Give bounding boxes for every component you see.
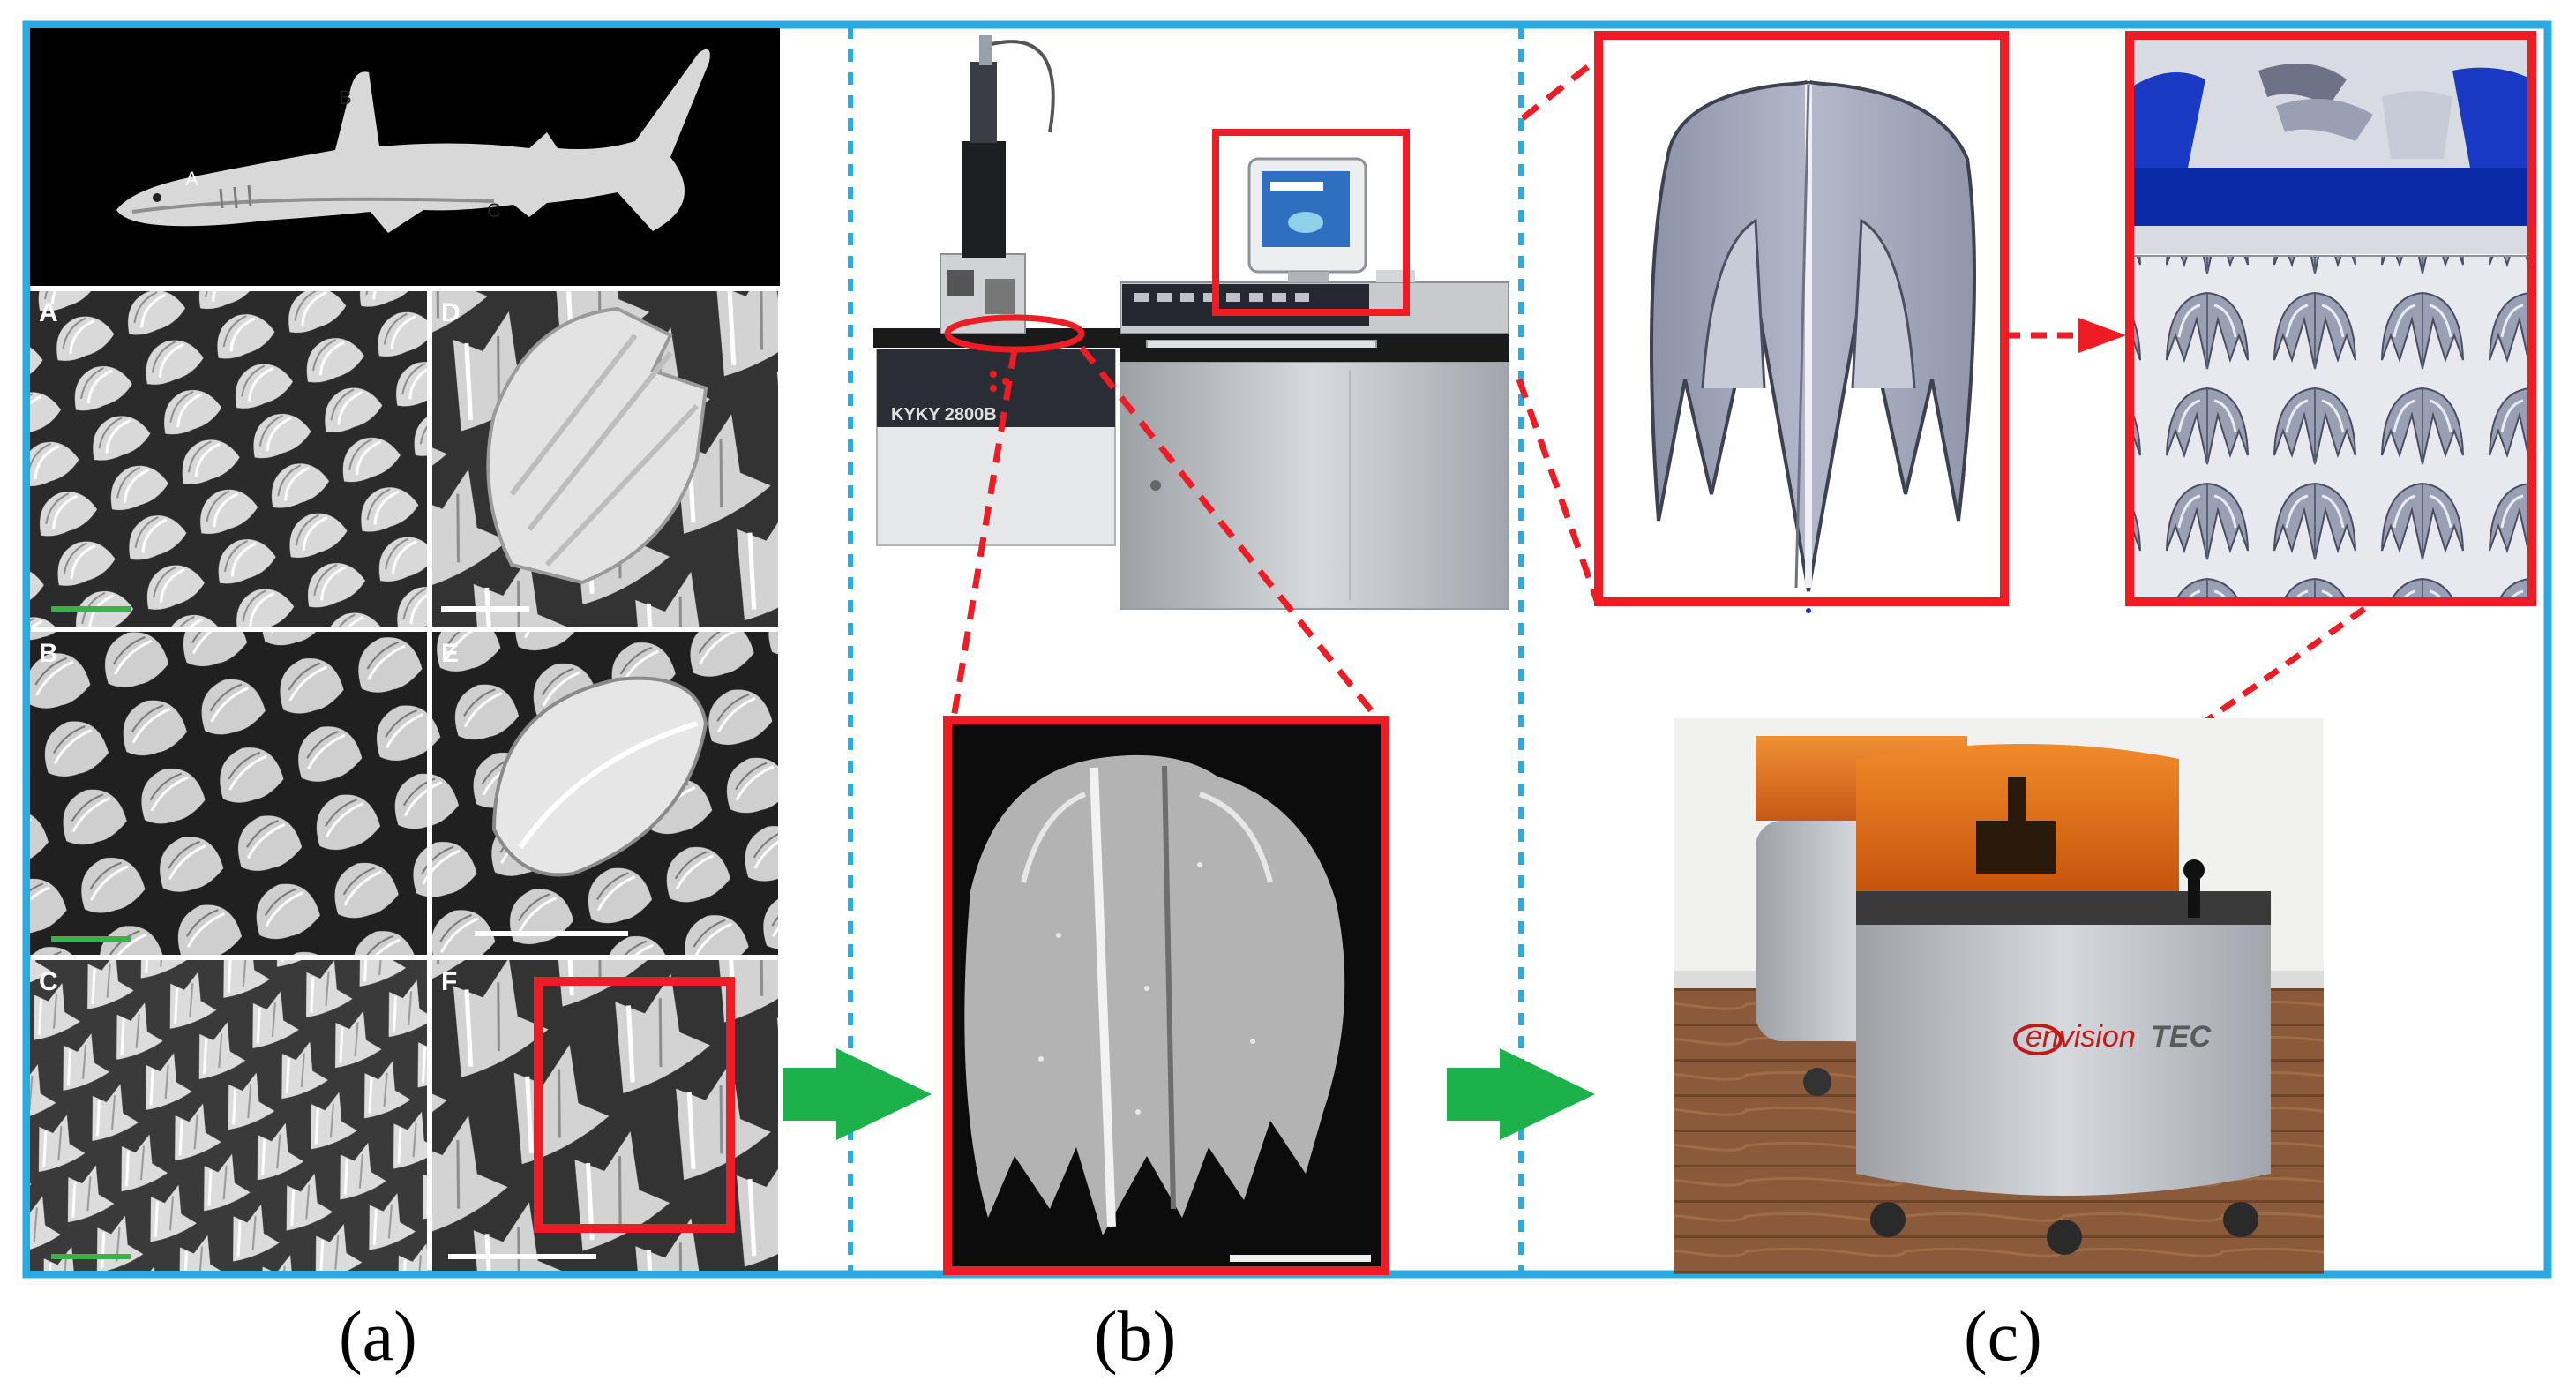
sem-tile-c (30, 960, 427, 1271)
panel-c: envision TEC (1516, 31, 2536, 1274)
zoom-line-monitor-bottom (1516, 378, 1602, 607)
cad-array-frame (2125, 31, 2536, 606)
shark-silhouette (116, 49, 710, 233)
sem-micrograph (947, 720, 1385, 1271)
3d-printer-photo: envision TEC (1674, 718, 2324, 1274)
sem-tile-f (432, 960, 778, 1271)
instrument-label: KYKY 2800B (891, 405, 997, 424)
monitor-highlight-box (1212, 129, 1410, 316)
shark-label-a: A (185, 168, 198, 190)
cad-denticle-model (1599, 35, 2004, 613)
tile-label-d: D (441, 298, 461, 327)
sem-instrument: KYKY 2800B (873, 35, 1509, 610)
caption-a: (a) (339, 1298, 417, 1376)
cad-model-frame (1594, 31, 2009, 606)
tile-label-a: A (39, 298, 58, 327)
tile-label-f: F (441, 967, 457, 996)
printer-brand-suffix: TEC (2151, 1020, 2211, 1054)
arrow-a-to-b (783, 1048, 932, 1140)
sem-tile-b (30, 632, 427, 955)
tile-label-b: B (39, 639, 58, 668)
printer-brand-prefix: envision (2026, 1020, 2136, 1054)
cad-denticle-array (2130, 35, 2532, 602)
zoom-line-right (1079, 345, 1384, 726)
selected-denticle-box (534, 977, 735, 1233)
caption-c: (c) (1964, 1298, 2042, 1376)
denticle-e-detail (491, 676, 708, 877)
shark-label-b: B (339, 86, 352, 109)
micrograph-frame (943, 716, 1389, 1275)
tile-label-c: C (39, 967, 58, 996)
caption-b: (b) (1094, 1298, 1177, 1376)
tile-label-e: E (441, 639, 459, 668)
arrow-b-to-c (1447, 1048, 1595, 1140)
zoom-line-monitor-top (1520, 56, 1601, 121)
sem-tile-a (30, 291, 427, 627)
shark-label-c: C (487, 199, 501, 221)
panel-b: KYKY 2800B (873, 35, 1509, 1275)
arrow-model-to-array-head (2078, 318, 2126, 353)
denticle-e-ridge (518, 721, 698, 849)
panel-a: A B C A B C D E F (30, 28, 780, 1271)
denticle-d-ridges (509, 334, 700, 567)
